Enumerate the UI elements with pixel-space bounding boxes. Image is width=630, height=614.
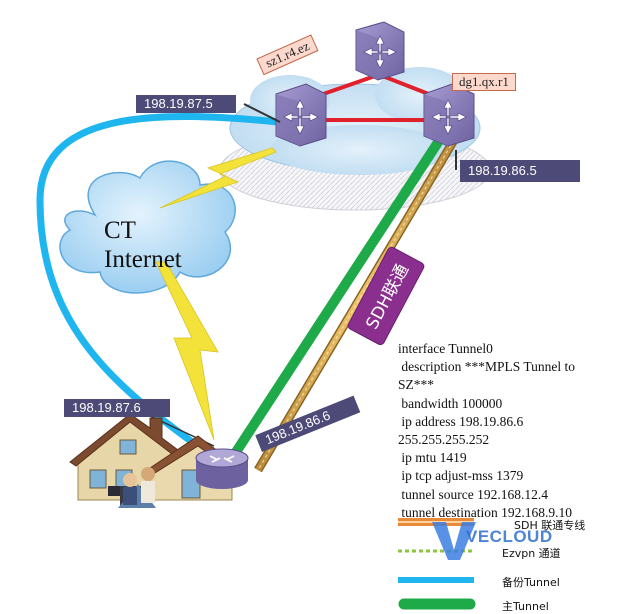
legend-label-main-tunnel: 主Tunnel [502,600,549,613]
config-line: interface Tunnel0 [398,341,493,356]
legend-label-backup-tunnel: 备份Tunnel [502,576,560,589]
config-line: description ***MPLS Tunnel to SZ*** [398,359,579,393]
branch-office-building [69,413,241,508]
ip-connector-left [243,103,281,123]
router-right-name: dg1.qx.r1 [452,73,516,91]
ip-label-left-router: 198.19.87.5 [136,95,236,113]
vecloud-logo-mark [432,522,476,560]
ip-label-branch-blue: 198.19.87.6 [64,399,170,417]
vecloud-watermark: VECLOUD [466,527,553,546]
router-right [423,83,475,147]
tunnel-config-text: interface Tunnel0 description ***MPLS Tu… [398,340,598,522]
router-top [355,21,405,81]
config-line: ip mtu 1419 [398,450,467,466]
config-line: ip address 198.19.86.6 255.255.255.252 [398,413,527,448]
config-line: bandwidth 100000 [398,395,503,411]
config-line: tunnel source 192.168.12.4 [398,486,548,502]
lightning-bolt-lower [155,261,219,441]
legend-label-ezvpn: Ezvpn 通道 [502,547,561,560]
main-tunnel-line [231,125,451,457]
config-line: ip tcp adjust-mss 1379 [398,468,524,484]
config-line: tunnel destination 192.168.9.10 [398,504,572,520]
backup-tunnel-line [36,112,282,459]
lightning-bolt-upper [159,147,277,209]
router-branch [195,448,249,489]
legend-label-sdh: SDH 联通专线 [514,519,586,532]
cloud-label-line2: Internet [104,246,182,273]
ip-label-right-router: 198.19.86.5 [460,160,580,182]
router-left [275,83,327,147]
cloud-label-line1: CT [104,217,136,244]
